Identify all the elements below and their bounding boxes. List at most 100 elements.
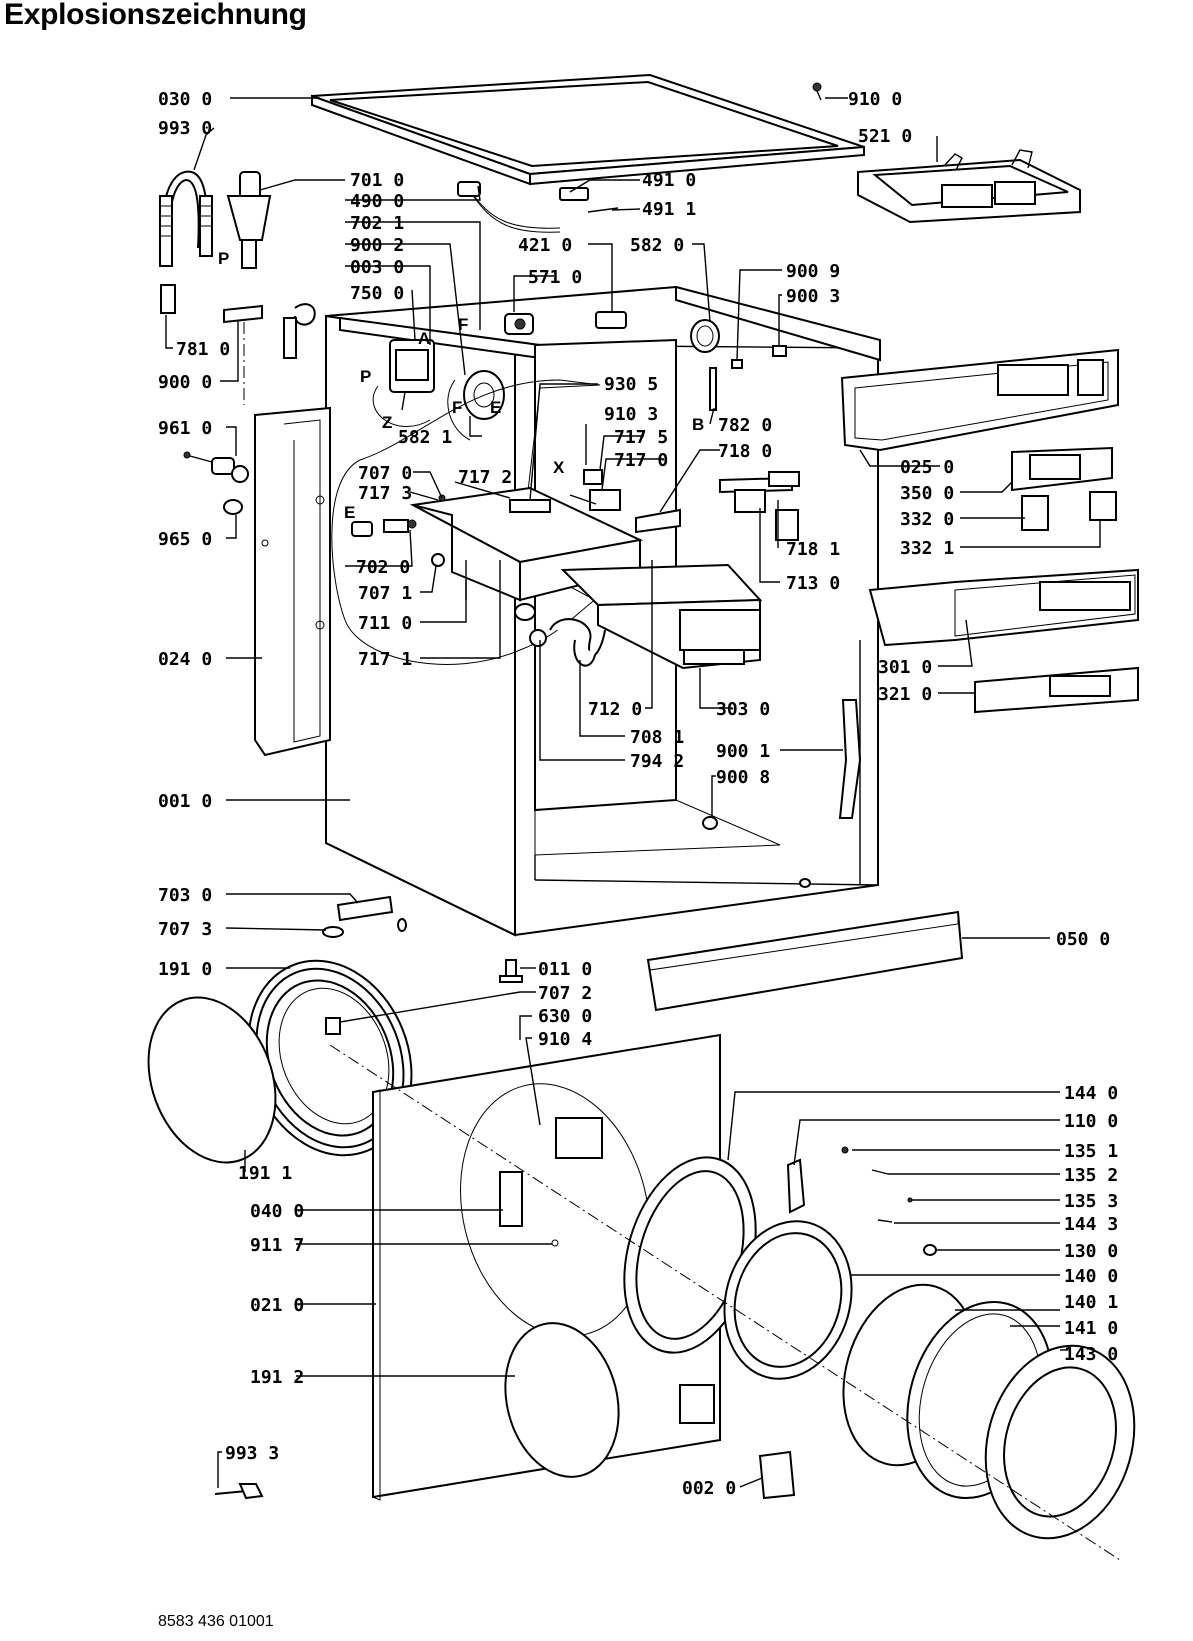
hose-clamp-part xyxy=(183,451,249,483)
filter-part xyxy=(389,339,435,411)
part-label: 993 0 xyxy=(158,118,212,139)
leader-lines xyxy=(165,97,1101,1488)
part-label: 900 8 xyxy=(716,767,770,788)
screw-part xyxy=(812,82,822,101)
dispenser-housing-part xyxy=(857,149,1081,224)
part-label: 707 3 xyxy=(158,919,212,940)
marker-f: F xyxy=(452,398,462,417)
diagram-title: Explosionszeichnung xyxy=(4,0,307,31)
part-label: 794 2 xyxy=(630,751,684,772)
part-label: 900 2 xyxy=(350,235,404,256)
part-label: 582 1 xyxy=(398,427,452,448)
part-label: 717 5 xyxy=(614,427,668,448)
part-label: 910 3 xyxy=(604,404,658,425)
pump-part xyxy=(504,313,534,335)
part-label: 191 2 xyxy=(250,1367,304,1388)
part-label: 350 0 xyxy=(900,483,954,504)
part-label: 030 0 xyxy=(158,89,212,110)
marker-e: E xyxy=(490,398,501,417)
part-label: 140 0 xyxy=(1064,1266,1118,1287)
sensor-rod-part xyxy=(709,367,717,411)
part-label: 144 0 xyxy=(1064,1083,1118,1104)
part-label: 910 4 xyxy=(538,1029,592,1050)
module-small-parts xyxy=(1021,491,1117,531)
part-label: 717 2 xyxy=(458,467,512,488)
part-label: 900 1 xyxy=(716,741,770,762)
part-label: 930 5 xyxy=(604,374,658,395)
part-label: 701 0 xyxy=(350,170,404,191)
front-fascia-part xyxy=(868,568,1139,647)
part-label: 135 1 xyxy=(1064,1141,1118,1162)
nozzle-part xyxy=(351,494,446,567)
part-label: 303 0 xyxy=(716,699,770,720)
part-label: 707 2 xyxy=(538,983,592,1004)
part-label: 491 1 xyxy=(642,199,696,220)
part-label: 490 0 xyxy=(350,191,404,212)
part-label: 491 0 xyxy=(642,170,696,191)
marker-p: P xyxy=(360,367,371,386)
part-label: 965 0 xyxy=(158,529,212,550)
inlet-valve-part xyxy=(226,171,272,269)
detergent-drawer-part xyxy=(560,563,763,670)
part-label: 301 0 xyxy=(878,657,932,678)
part-label: 708 1 xyxy=(630,727,684,748)
part-label: 707 1 xyxy=(358,583,412,604)
part-label: 961 0 xyxy=(158,418,212,439)
marker-p: P xyxy=(218,249,229,268)
dispenser-tray-part xyxy=(409,469,644,667)
door-handle-part xyxy=(786,1158,806,1214)
door-glass-part xyxy=(723,1220,853,1380)
part-label: 191 1 xyxy=(238,1163,292,1184)
part-label: 713 0 xyxy=(786,573,840,594)
door-frame-outer-part xyxy=(623,1156,757,1354)
foot-part xyxy=(499,959,523,983)
door-seal-cover-part xyxy=(147,996,277,1164)
marker-e: E xyxy=(344,503,355,522)
part-label: 707 0 xyxy=(358,463,412,484)
part-label: 011 0 xyxy=(538,959,592,980)
inlet-hose-part xyxy=(159,170,213,314)
screws-part xyxy=(841,1146,937,1256)
part-label: 050 0 xyxy=(1056,929,1110,950)
part-labels: 030 0 993 0 910 0 521 0 701 0 490 0 702 … xyxy=(158,89,1118,1499)
part-label: 025 0 xyxy=(900,457,954,478)
marker-a: A xyxy=(418,329,430,348)
kickplate-part xyxy=(646,910,964,1012)
tool-part xyxy=(214,1483,264,1500)
part-label: 782 0 xyxy=(718,415,772,436)
part-label: 750 0 xyxy=(350,283,404,304)
control-frame-part xyxy=(840,348,1119,452)
part-label: 900 3 xyxy=(786,286,840,307)
part-label: 421 0 xyxy=(518,235,572,256)
mains-cable-part xyxy=(457,181,619,233)
hinge-pin-part xyxy=(322,895,407,938)
dispenser-valve-part xyxy=(719,471,800,541)
part-label: 191 0 xyxy=(158,959,212,980)
part-label: 571 0 xyxy=(528,267,582,288)
electronic-module-part xyxy=(1011,446,1113,492)
door-lock-part xyxy=(595,311,627,329)
part-label: 993 3 xyxy=(225,1443,279,1464)
front-panel-part xyxy=(372,1033,721,1501)
part-label: 144 3 xyxy=(1064,1214,1118,1235)
marker-b: B xyxy=(692,415,704,434)
part-label: 582 0 xyxy=(630,235,684,256)
part-label: 521 0 xyxy=(858,126,912,147)
part-label: 110 0 xyxy=(1064,1111,1118,1132)
part-label: 135 3 xyxy=(1064,1191,1118,1212)
part-label: 021 0 xyxy=(250,1295,304,1316)
top-cover-part xyxy=(311,73,865,186)
part-label: 321 0 xyxy=(878,684,932,705)
part-label: 130 0 xyxy=(1064,1241,1118,1262)
part-label: 140 1 xyxy=(1064,1292,1118,1313)
part-label: 718 0 xyxy=(718,441,772,462)
part-label: 024 0 xyxy=(158,649,212,670)
ring-part xyxy=(223,499,243,515)
part-label: 900 9 xyxy=(786,261,840,282)
pressure-switch-part xyxy=(690,319,720,353)
part-label: 003 0 xyxy=(350,257,404,278)
marker-z: Z xyxy=(382,413,392,432)
part-label: 717 3 xyxy=(358,483,412,504)
part-label: 002 0 xyxy=(682,1478,736,1499)
